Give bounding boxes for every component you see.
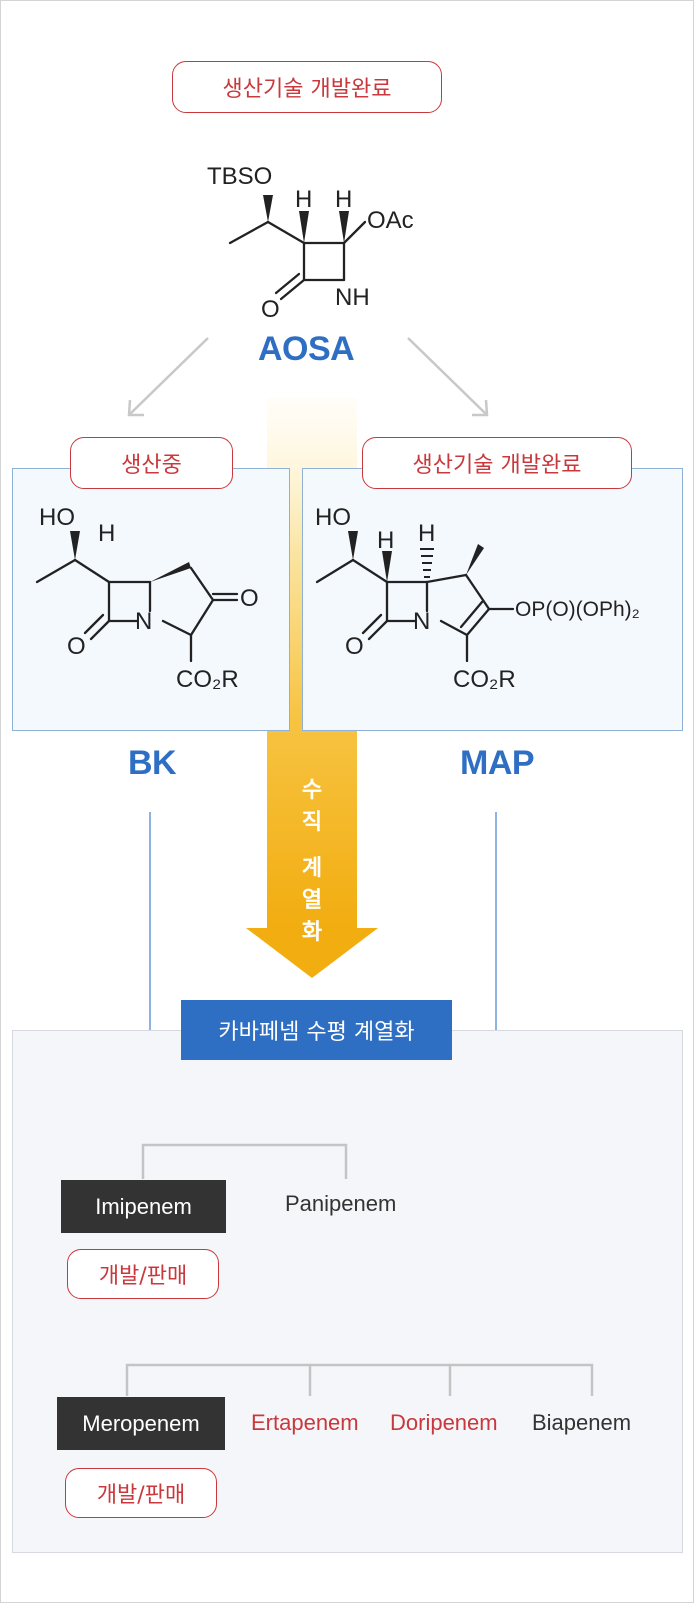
aosa-structure: TBSO H H OAc NH O [207,163,414,323]
horizontal-series-title: 카바페넴 수평 계열화 [181,1000,452,1060]
vertical-integration-label: 수 직 계 열 화 [301,778,323,945]
atom-co2r: CO₂R [453,666,516,693]
bk-label: BK [128,744,177,782]
atom-oac: OAc [367,207,414,234]
atom-o: O [345,633,364,660]
atom-nh: NH [335,284,370,311]
drug-panipenem: Panipenem [285,1191,397,1216]
map-structure: HO H H OP(O)(OPh)₂ N O CO₂R [315,504,640,693]
atom-h: H [98,520,115,547]
aosa-label: AOSA [258,330,355,368]
aosa-status-badge: 생산기술 개발완료 [172,61,442,113]
atom-ho: HO [39,504,75,531]
atom-o: O [261,296,280,323]
map-label: MAP [460,744,535,782]
map-structure-box: HO H H OP(O)(OPh)₂ N O CO₂R [302,468,683,731]
meropenem-status-badge: 개발/판매 [65,1468,217,1518]
vertical-arrow-head [246,928,378,978]
drug-meropenem: Meropenem [57,1397,225,1450]
map-status-badge: 생산기술 개발완료 [362,437,632,489]
bk-status-badge: 생산중 [70,437,233,489]
atom-n: N [135,608,152,635]
atom-op: OP(O)(OPh)₂ [515,598,640,621]
gray-arrow-left [127,337,209,417]
imipenem-status-badge: 개발/판매 [67,1249,219,1299]
atom-ho: HO [315,504,351,531]
atom-h: H [295,186,312,213]
atom-h: H [335,186,352,213]
atom-tbso: TBSO [207,163,272,190]
gray-arrow-right [407,337,489,417]
drug-doripenem: Doripenem [390,1410,498,1435]
bk-structure: HO H O N O CO₂R [35,504,259,693]
atom-co2r: CO₂R [176,666,239,693]
bk-structure-box: HO H O N O CO₂R [12,468,290,731]
atom-o: O [240,585,259,612]
atom-n: N [413,608,430,635]
atom-o: O [67,633,86,660]
drug-ertapenem: Ertapenem [251,1410,359,1435]
atom-h: H [418,520,435,547]
drug-imipenem: Imipenem [61,1180,226,1233]
atom-h: H [377,527,394,554]
drug-biapenem: Biapenem [532,1410,632,1435]
